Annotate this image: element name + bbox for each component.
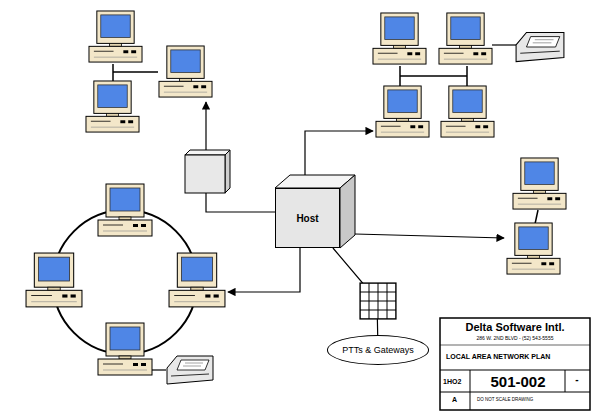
title-block-rule bbox=[440, 392, 590, 393]
computer-icon bbox=[26, 253, 82, 307]
company-name: Delta Software Intl. bbox=[465, 322, 564, 333]
computer-icon bbox=[373, 13, 426, 64]
company-address: 286 W. 2ND BLVD - (52) 543-5555 bbox=[477, 336, 554, 341]
printer-icon bbox=[516, 32, 564, 61]
computer-icon bbox=[159, 46, 212, 97]
node-label: PTTs & Gateways bbox=[342, 345, 414, 355]
hub-box bbox=[225, 150, 230, 193]
computer-icon bbox=[441, 86, 494, 137]
computer-icon bbox=[376, 86, 429, 137]
title-block-rule bbox=[440, 345, 590, 346]
network-wire bbox=[400, 75, 467, 77]
network-arrow bbox=[228, 248, 300, 292]
printer-icon bbox=[167, 356, 213, 384]
network-wire bbox=[113, 71, 158, 73]
revision-mark: - bbox=[575, 375, 578, 385]
scale-note: DO NOT SCALE DRAWING bbox=[477, 398, 533, 403]
computer-icon bbox=[439, 13, 492, 64]
computer-icon bbox=[89, 11, 142, 62]
hub-box bbox=[185, 150, 230, 155]
title-block bbox=[440, 318, 590, 410]
host-side bbox=[340, 175, 355, 248]
patch-panel bbox=[360, 283, 396, 319]
network-arrow bbox=[305, 131, 373, 175]
host-box: Host bbox=[275, 188, 340, 248]
network-arrow bbox=[205, 102, 206, 150]
computer-icon bbox=[169, 253, 225, 307]
drawing-number: 501-002 bbox=[490, 374, 545, 389]
network-wire bbox=[206, 192, 275, 212]
network-wire bbox=[492, 44, 516, 45]
computer-icon bbox=[507, 223, 560, 274]
hub-box bbox=[185, 155, 225, 193]
computer-icon bbox=[513, 158, 566, 209]
drawing-title: LOCAL AREA NETWORK PLAN bbox=[446, 353, 550, 360]
network-arrow bbox=[355, 234, 504, 238]
scale-code: A bbox=[452, 396, 457, 403]
computer-icon bbox=[98, 323, 152, 375]
title-block-rule bbox=[440, 369, 590, 370]
title-block-rule bbox=[565, 370, 566, 392]
network-wire bbox=[535, 210, 538, 224]
node-label: Host bbox=[296, 213, 318, 224]
title-block-rule bbox=[470, 370, 471, 410]
size-code: 1HO2 bbox=[443, 378, 461, 385]
gateway-ellipse: PTTs & Gateways bbox=[327, 335, 430, 365]
computer-icon bbox=[86, 81, 139, 132]
computer-icon bbox=[98, 184, 152, 236]
